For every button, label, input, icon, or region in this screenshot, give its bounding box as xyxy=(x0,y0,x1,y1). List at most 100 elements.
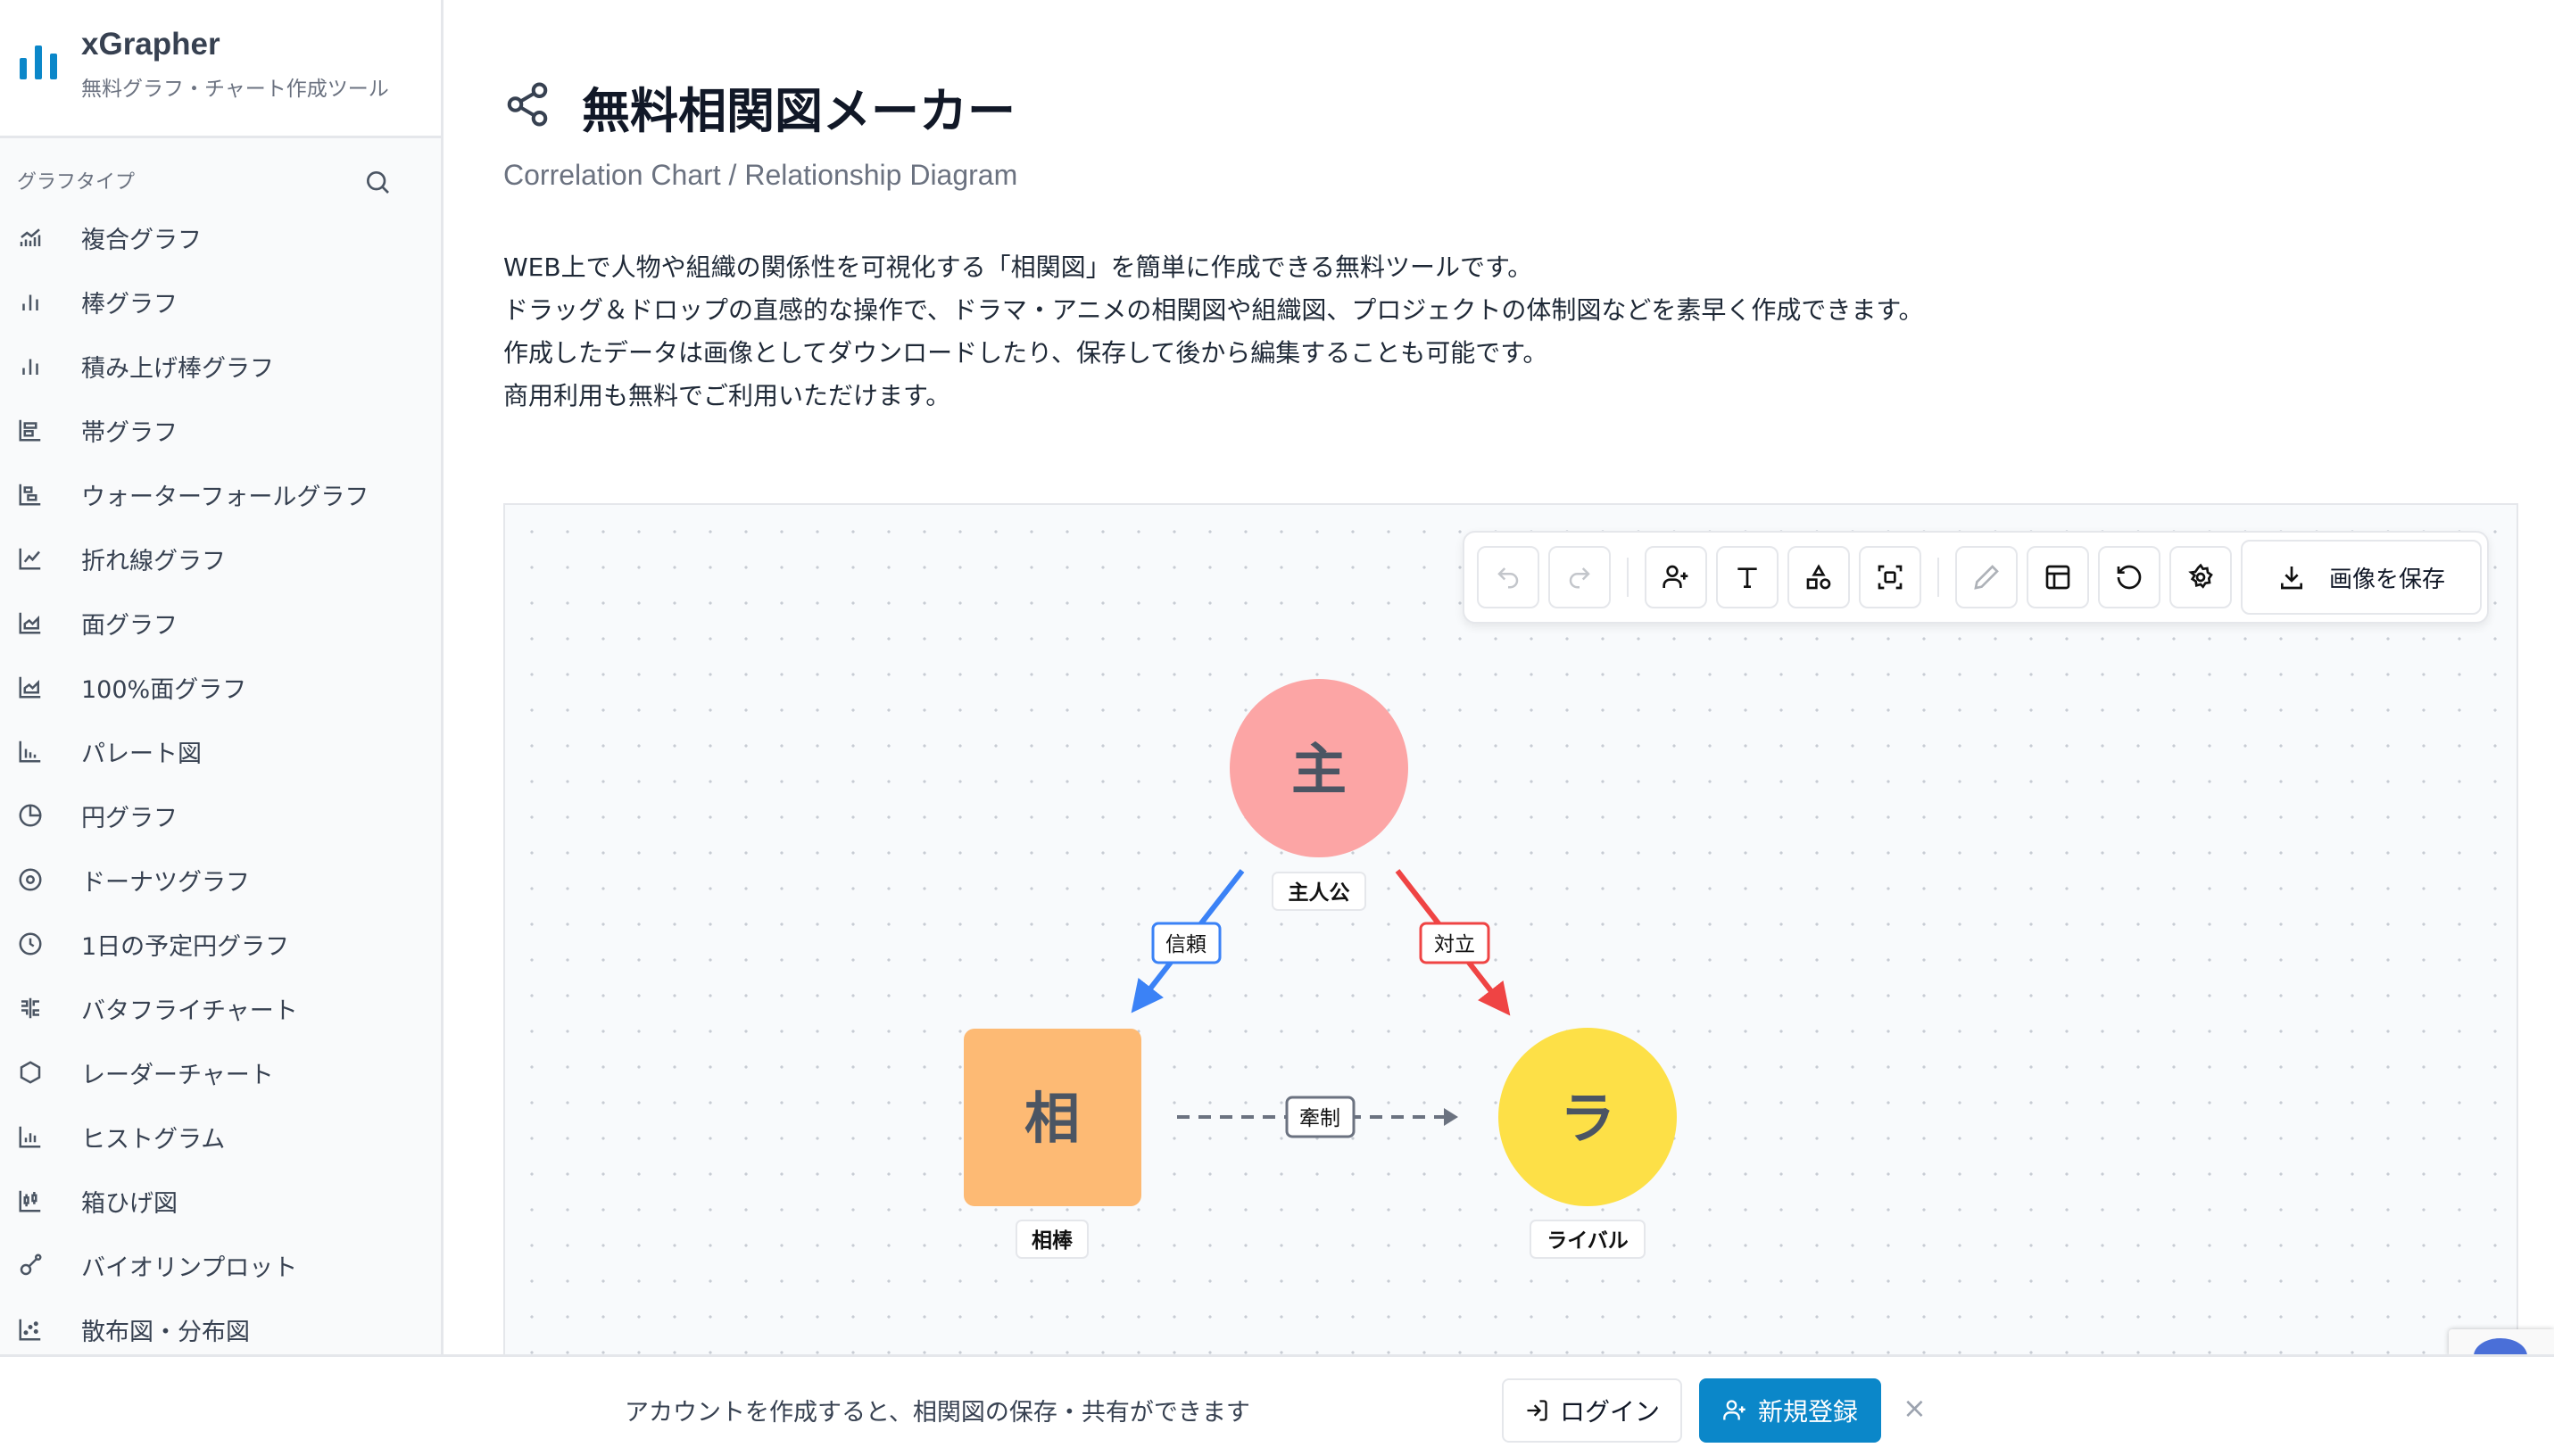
sidebar-item[interactable]: 面グラフ xyxy=(0,591,441,655)
rotate-ccw-icon xyxy=(2117,565,2142,590)
search-icon[interactable] xyxy=(363,168,392,196)
sidebar-item-label: バタフライチャート xyxy=(81,997,298,1025)
text-icon xyxy=(1737,567,1757,588)
stacked-bar-icon xyxy=(16,352,45,380)
sidebar-item[interactable]: バタフライチャート xyxy=(0,976,441,1040)
combo-chart-icon xyxy=(16,223,45,252)
bar-chart-icon xyxy=(16,287,45,316)
sidebar-item-label: 円グラフ xyxy=(81,804,178,832)
logo-bar-chart-icon[interactable] xyxy=(20,46,57,79)
description: WEB上で人物や組織の関係性を可視化する「相関図」を簡単に作成できる無料ツールで… xyxy=(503,246,1924,418)
add-shape-button[interactable] xyxy=(1787,546,1850,608)
sidebar-item-label: ウォーターフォールグラフ xyxy=(81,483,369,511)
node-label-text: ライバル xyxy=(1546,1229,1629,1253)
edge-label-conflict[interactable]: 対立 xyxy=(1419,922,1490,964)
settings-button[interactable] xyxy=(2169,546,2232,608)
undo-icon xyxy=(1497,567,1519,589)
sidebar-item-label: 積み上げ棒グラフ xyxy=(81,354,274,383)
sidebar-item-label: 散布図・分布図 xyxy=(81,1318,250,1346)
redo-icon xyxy=(1569,567,1590,589)
node-label-protagonist[interactable]: 主人公 xyxy=(1272,872,1366,911)
toolbar-divider xyxy=(1627,558,1629,597)
save-image-button[interactable]: 画像を保存 xyxy=(2241,540,2482,615)
login-label: ログイン xyxy=(1559,1397,1660,1427)
sidebar-item[interactable]: レーダーチャート xyxy=(0,1040,441,1104)
register-button[interactable]: 新規登録 xyxy=(1699,1378,1881,1443)
undo-button[interactable] xyxy=(1477,546,1539,608)
layout-button[interactable] xyxy=(2027,546,2089,608)
signup-banner: アカウントを作成すると、相関図の保存・共有ができます ログイン 新規登録 × xyxy=(0,1354,2554,1456)
node-rival[interactable] xyxy=(1498,1028,1677,1206)
node-label-partner[interactable]: 相棒 xyxy=(1016,1220,1089,1259)
reset-button[interactable] xyxy=(2098,546,2160,608)
sidebar-item-label: ヒストグラム xyxy=(81,1125,226,1154)
redo-button[interactable] xyxy=(1548,546,1611,608)
sidebar-item[interactable]: 複合グラフ xyxy=(0,205,441,269)
sidebar-item-label: 棒グラフ xyxy=(81,290,178,318)
area-100-icon xyxy=(16,673,45,701)
sidebar-item[interactable]: バイオリンプロット xyxy=(0,1233,441,1297)
sidebar-item[interactable]: 折れ線グラフ xyxy=(0,526,441,591)
node-label-rival[interactable]: ライバル xyxy=(1530,1220,1646,1259)
sidebar: xGrapher 無料グラフ・チャート作成ツール グラフタイプ 複合グラフ棒グラ… xyxy=(0,0,444,1456)
sidebar-item[interactable]: 積み上げ棒グラフ xyxy=(0,334,441,398)
sidebar-item[interactable]: パレート図 xyxy=(0,719,441,783)
node-partner[interactable] xyxy=(964,1029,1141,1206)
fit-view-button[interactable] xyxy=(1859,546,1921,608)
sidebar-item-label: バイオリンプロット xyxy=(81,1253,298,1282)
sidebar-item-label: パレート図 xyxy=(81,740,202,768)
close-banner-button[interactable]: × xyxy=(1903,1391,1927,1425)
sidebar-item[interactable]: 100%面グラフ xyxy=(0,655,441,719)
diagram-canvas[interactable] xyxy=(503,503,2518,1395)
sidebar-item-label: 箱ひげ図 xyxy=(81,1189,178,1218)
node-rival-char: ラ xyxy=(1560,1086,1615,1151)
sidebar-item[interactable]: ヒストグラム xyxy=(0,1104,441,1169)
page-title: 無料相関図メーカー xyxy=(582,83,1016,139)
pie-icon xyxy=(16,801,45,830)
edge-label-trust[interactable]: 信頼 xyxy=(1151,922,1222,964)
register-label: 新規登録 xyxy=(1757,1397,1858,1427)
description-line: WEB上で人物や組織の関係性を可視化する「相関図」を簡単に作成できる無料ツールで… xyxy=(503,252,1533,282)
edge-label-rivalry[interactable]: 牽制 xyxy=(1285,1096,1356,1138)
pareto-icon xyxy=(16,737,45,765)
sidebar-item[interactable]: ウォーターフォールグラフ xyxy=(0,462,441,526)
donut-icon xyxy=(16,865,45,894)
sidebar-item[interactable]: 帯グラフ xyxy=(0,398,441,462)
sidebar-item[interactable]: 円グラフ xyxy=(0,783,441,848)
layout-icon xyxy=(2045,565,2070,590)
recaptcha-badge[interactable] xyxy=(2449,1329,2554,1356)
add-person-button[interactable] xyxy=(1645,546,1707,608)
clock-icon xyxy=(16,930,45,958)
pencil-icon xyxy=(1974,565,1999,590)
sidebar-item[interactable]: ドーナツグラフ xyxy=(0,848,441,912)
sidebar-item[interactable]: 棒グラフ xyxy=(0,269,441,334)
sidebar-header: xGrapher 無料グラフ・チャート作成ツール xyxy=(0,0,441,138)
node-protagonist[interactable] xyxy=(1230,679,1408,857)
add-text-button[interactable] xyxy=(1716,546,1779,608)
sidebar-item[interactable]: 散布図・分布図 xyxy=(0,1297,441,1361)
edge-label-text: 対立 xyxy=(1434,933,1475,956)
sidebar-item-label: 帯グラフ xyxy=(81,418,178,447)
brand-tagline: 無料グラフ・チャート作成ツール xyxy=(81,78,389,101)
description-line: 作成したデータは画像としてダウンロードしたり、保存して後から編集することも可能で… xyxy=(503,338,1548,368)
sidebar-item-label: 複合グラフ xyxy=(81,226,202,254)
draw-button[interactable] xyxy=(1955,546,2018,608)
node-protagonist-char: 主 xyxy=(1291,737,1347,802)
brand-name[interactable]: xGrapher xyxy=(81,27,220,62)
shapes-icon xyxy=(1806,564,1831,590)
sidebar-item[interactable]: 1日の予定円グラフ xyxy=(0,912,441,976)
recaptcha-logo-icon xyxy=(2474,1338,2527,1356)
sidebar-item-label: ドーナツグラフ xyxy=(81,868,250,897)
banner-text: アカウントを作成すると、相関図の保存・共有ができます xyxy=(625,1399,1250,1427)
description-line: ドラッグ＆ドロップの直感的な操作で、ドラマ・アニメの相関図や組織図、プロジェクト… xyxy=(503,295,1924,325)
waterfall-icon xyxy=(16,480,45,509)
section-title: グラフタイプ xyxy=(17,171,136,194)
toolbar: 画像を保存 xyxy=(1463,531,2489,624)
sidebar-item-label: 折れ線グラフ xyxy=(81,547,226,575)
user-plus-icon xyxy=(1663,565,1688,588)
login-button[interactable]: ログイン xyxy=(1502,1378,1682,1443)
focus-icon xyxy=(1878,565,1903,590)
sidebar-item[interactable]: 箱ひげ図 xyxy=(0,1169,441,1233)
share-nodes-icon xyxy=(507,82,548,127)
line-chart-icon xyxy=(16,544,45,573)
